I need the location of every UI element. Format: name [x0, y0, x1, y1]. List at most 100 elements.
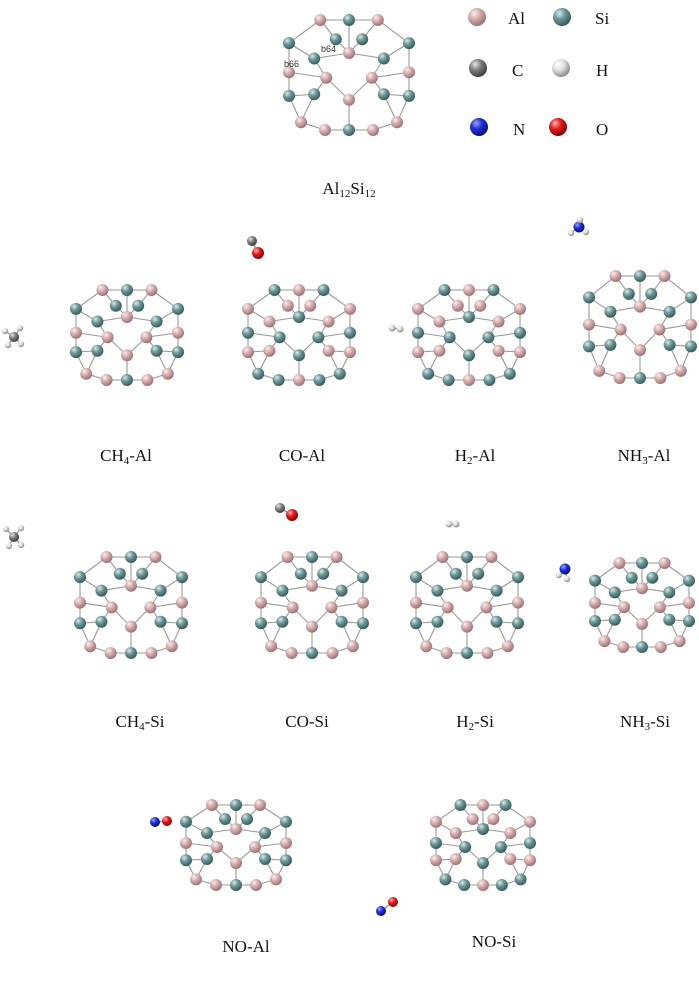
legend-label-h: H — [596, 61, 609, 80]
c-atom — [247, 236, 257, 246]
si-atom — [403, 89, 415, 102]
al-atom — [492, 344, 505, 357]
bond — [288, 19, 321, 44]
caption-no-al: NO-Al — [222, 937, 270, 956]
al-atom — [485, 551, 498, 563]
si-atom — [524, 837, 536, 849]
al-atom — [344, 346, 356, 359]
al-atom — [613, 372, 626, 384]
si-atom — [589, 614, 601, 627]
si-atom — [431, 615, 444, 628]
al-atom — [144, 601, 157, 614]
al-atom — [255, 596, 267, 609]
si-atom — [442, 374, 455, 386]
al-atom — [306, 579, 318, 592]
al-atom — [593, 364, 606, 377]
al-atom — [433, 315, 446, 328]
si-atom — [91, 344, 104, 357]
si-atom — [461, 647, 473, 659]
h-atom — [567, 229, 575, 237]
al-atom — [487, 813, 500, 825]
si-atom — [430, 837, 442, 849]
caption-co-si: CO-Si — [285, 712, 329, 731]
si-atom — [663, 586, 676, 599]
cluster-nh3-al — [583, 270, 697, 384]
al-atom — [306, 620, 318, 633]
cluster-nh3-si — [589, 557, 695, 653]
si-atom — [357, 617, 369, 630]
al-atom — [320, 71, 333, 84]
al-atom — [433, 344, 446, 357]
legend-si-ball — [553, 8, 571, 26]
al-atom — [96, 284, 109, 296]
si-atom — [219, 813, 231, 825]
al-atom — [674, 364, 687, 377]
al-atom — [512, 596, 524, 609]
h-atom — [4, 341, 12, 349]
si-atom — [121, 284, 133, 296]
si-atom — [583, 340, 595, 353]
molecule-h2-al — [388, 324, 404, 333]
al-atom — [322, 315, 335, 328]
si-atom — [583, 291, 595, 304]
al-atom — [477, 799, 489, 811]
al-atom — [80, 367, 93, 380]
si-atom — [663, 613, 676, 626]
al-atom — [504, 827, 517, 839]
al-atom — [461, 579, 473, 592]
si-atom — [503, 367, 516, 380]
al-atom — [410, 596, 422, 609]
si-atom — [125, 551, 137, 563]
si-atom — [201, 853, 213, 865]
o-atom — [162, 816, 172, 826]
si-atom — [230, 799, 242, 811]
si-atom — [335, 615, 348, 628]
al-atom — [634, 343, 646, 356]
al-atom — [230, 823, 242, 835]
al-atom — [180, 837, 192, 849]
al-atom — [501, 640, 514, 653]
si-atom — [333, 367, 346, 380]
si-atom — [683, 614, 695, 627]
al-atom — [634, 300, 646, 313]
si-atom — [458, 879, 471, 891]
al-atom — [371, 14, 384, 26]
si-atom — [356, 33, 369, 46]
si-atom — [242, 326, 254, 339]
o-atom — [388, 897, 398, 907]
al-atom — [165, 640, 178, 653]
si-atom — [438, 284, 451, 296]
al-atom — [653, 601, 666, 614]
si-atom — [344, 326, 356, 339]
al-atom — [481, 647, 494, 659]
si-atom — [312, 331, 325, 344]
h-atom — [563, 575, 571, 583]
h-atom — [2, 525, 10, 533]
al-atom — [242, 346, 254, 359]
si-atom — [91, 315, 104, 328]
si-atom — [461, 551, 473, 563]
c-atom — [9, 332, 19, 342]
h-atom — [5, 542, 13, 550]
si-atom — [403, 37, 415, 50]
al-atom — [283, 66, 295, 79]
al-atom — [451, 299, 464, 312]
al-atom — [206, 799, 218, 811]
al-atom — [172, 326, 184, 339]
al-atom — [74, 596, 86, 609]
al-atom — [242, 302, 254, 315]
al-atom — [683, 596, 695, 609]
al-atom — [325, 601, 338, 614]
si-atom — [454, 799, 467, 811]
si-atom — [293, 349, 305, 362]
al-atom — [477, 879, 489, 891]
si-atom — [463, 349, 475, 362]
al-atom — [658, 557, 671, 569]
al-atom — [100, 551, 113, 563]
si-atom — [109, 299, 122, 312]
h-atom — [17, 340, 25, 348]
bond — [371, 71, 410, 79]
legend-label-al: Al — [508, 9, 525, 28]
al-atom — [176, 596, 188, 609]
si-atom — [293, 311, 305, 323]
